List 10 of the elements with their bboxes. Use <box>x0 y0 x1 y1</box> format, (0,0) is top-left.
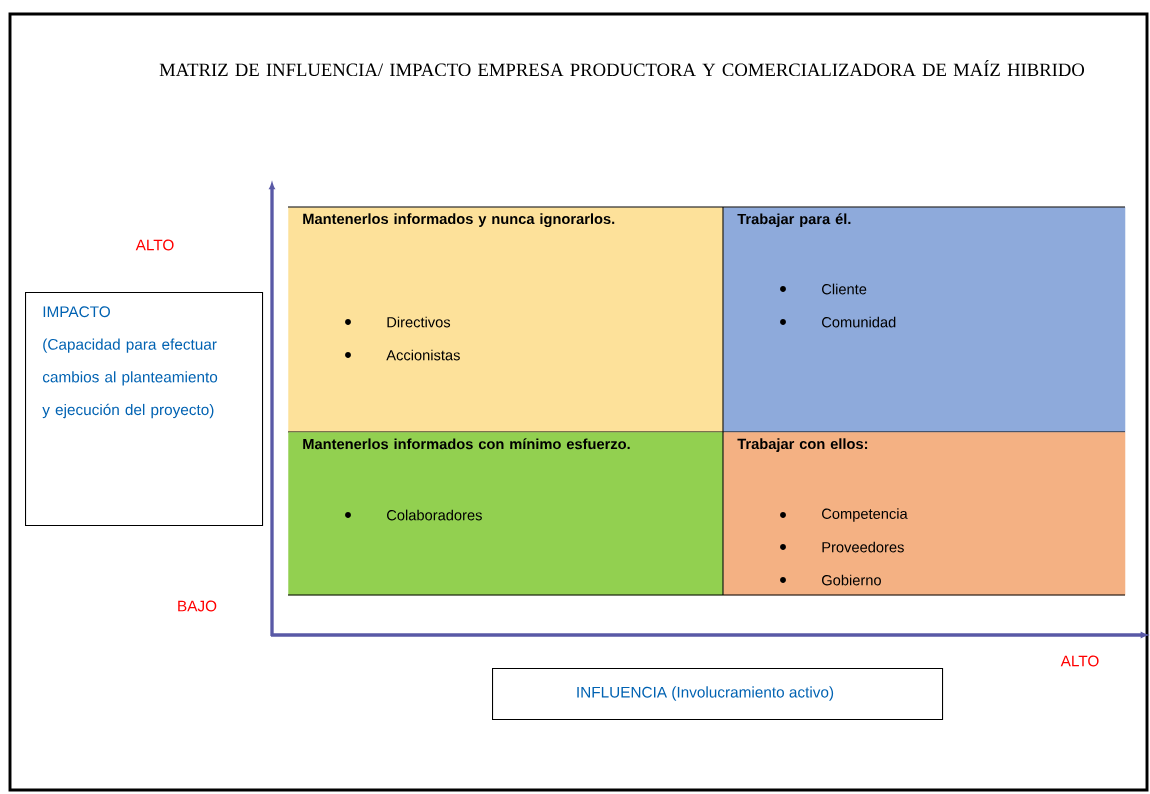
quadrant-box: Mantenerlos informados y nunca ignorarlos. Directivos Accionistas <box>287 206 724 433</box>
text-box: IMPACTO (Capacidad para efectuar cambios al planteamiento y ejecución del proyecto) <box>25 292 264 527</box>
axis-label: BAJO <box>178 600 217 612</box>
text-box: INFLUENCIA (Involucramiento activo) <box>492 668 944 721</box>
title: MATRIZ DE INFLUENCIA/ IMPACTO EMPRESA PRODUCTORA Y COMERCIALIZADORA DE MAÍZ HIBRIDO <box>159 59 1085 77</box>
axis-label: ALTO <box>1060 655 1099 667</box>
axis-label: ALTO <box>135 239 174 251</box>
quadrant-box: Trabajar para él. Cliente Comunidad <box>722 206 1126 433</box>
quadrant-box: Mantenerlos informados con mínimo esfuerzo. Colaboradores <box>287 432 724 596</box>
quadrant-box: Trabajar con ellos: Competencia Proveedores Gobierno <box>722 431 1126 596</box>
